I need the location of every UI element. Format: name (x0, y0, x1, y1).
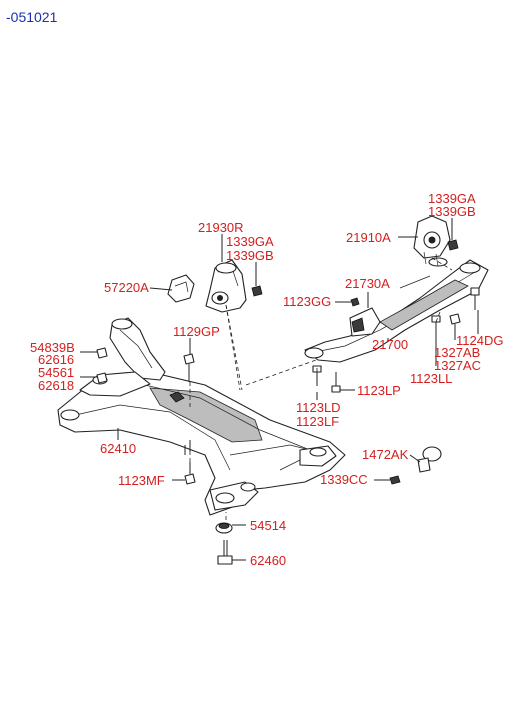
screw-1339cc (389, 475, 401, 485)
label-1339ga-right: 1339GA (428, 191, 476, 206)
clip-1472ak (417, 446, 442, 473)
label-1339ga-left: 1339GA (226, 234, 274, 249)
diagram-code: -051021 (6, 9, 58, 25)
label-1123mf: 1123MF (118, 473, 165, 488)
leader-lines (80, 218, 479, 561)
label-1123gg: 1123GG (283, 294, 331, 309)
label-1124dg: 1124DG (456, 333, 503, 348)
label-62410: 62410 (100, 441, 136, 456)
label-21700: 21700 (372, 337, 408, 352)
label-62460: 62460 (250, 553, 286, 568)
nut-54839b (96, 347, 108, 359)
label-1339gb-left: 1339GB (226, 248, 274, 263)
label-1339cc: 1339CC (320, 472, 368, 487)
nut-1339ga-left (251, 285, 263, 297)
engine-mount-21930r (205, 259, 247, 313)
label-62618: 62618 (38, 378, 74, 393)
engine-mount-21910a (413, 215, 451, 267)
washer-54514 (215, 522, 233, 534)
label-1472ak: 1472AK (362, 447, 409, 462)
label-1123lf: 1123LF (296, 414, 339, 429)
label-21910a: 21910A (346, 230, 391, 245)
mount-insulator-21730a (349, 307, 381, 337)
label-1129gp: 1129GP (173, 324, 220, 339)
label-21730a: 21730A (345, 276, 390, 291)
label-54514: 54514 (250, 518, 286, 533)
label-1123ld: 1123LD (296, 400, 341, 415)
bolt-1327ab (449, 313, 461, 325)
bolt-1123ll (431, 315, 441, 338)
nut-1339ga-right (447, 239, 459, 251)
label-62616: 62616 (38, 352, 74, 367)
crossmember-subframe (57, 317, 346, 516)
label-1123ll: 1123LL (410, 371, 452, 386)
label-54561: 54561 (38, 365, 74, 380)
bolt-1123gg (350, 297, 360, 307)
label-57220a: 57220A (104, 280, 149, 295)
nut-54561 (96, 372, 108, 384)
label-1327ab: 1327AB (434, 345, 480, 360)
bolt-1124dg (470, 287, 480, 310)
label-54839b: 54839B (30, 340, 75, 355)
label-1327ac: 1327AC (434, 358, 481, 373)
bolt-1123mf (184, 462, 196, 485)
clip-57220a (167, 274, 195, 303)
label-21930r: 21930R (198, 220, 244, 235)
bolt-1129gp (183, 353, 195, 382)
part-labels: 21930R 1339GA 1339GB 57220A 1129GP 54839… (30, 191, 503, 568)
label-1339gb-right: 1339GB (428, 204, 476, 219)
label-1123lp: 1123LP (357, 383, 401, 398)
bolt-62460 (217, 540, 233, 565)
bolt-1123lp (331, 372, 341, 393)
